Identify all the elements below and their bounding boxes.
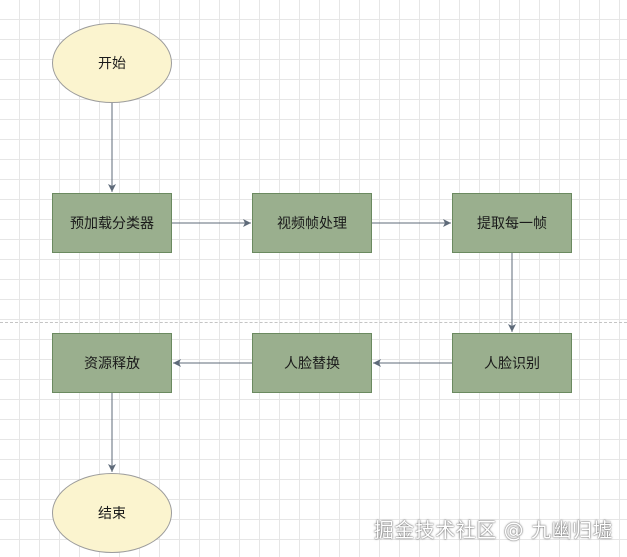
release-resources-node: 资源释放: [52, 333, 172, 393]
preload-classifier-node: 预加载分类器: [52, 193, 172, 253]
end-node: 结束: [52, 473, 172, 553]
face-swap-label: 人脸替换: [284, 356, 340, 372]
start-node: 开始: [52, 23, 172, 103]
extract-frame-node: 提取每一帧: [452, 193, 572, 253]
watermark: 掘金技术社区 @ 九幽归墟: [373, 518, 613, 542]
face-recognition-node: 人脸识别: [452, 333, 572, 393]
face-swap-node: 人脸替换: [252, 333, 372, 393]
start-label: 开始: [98, 56, 126, 72]
face-recognition-label: 人脸识别: [484, 356, 540, 372]
video-frame-process-node: 视频帧处理: [252, 193, 372, 253]
preload-classifier-label: 预加载分类器: [70, 216, 154, 232]
release-resources-label: 资源释放: [84, 356, 140, 372]
page-break-line: [0, 322, 627, 323]
video-frame-process-label: 视频帧处理: [277, 216, 347, 232]
extract-frame-label: 提取每一帧: [477, 216, 547, 232]
end-label: 结束: [98, 506, 126, 522]
